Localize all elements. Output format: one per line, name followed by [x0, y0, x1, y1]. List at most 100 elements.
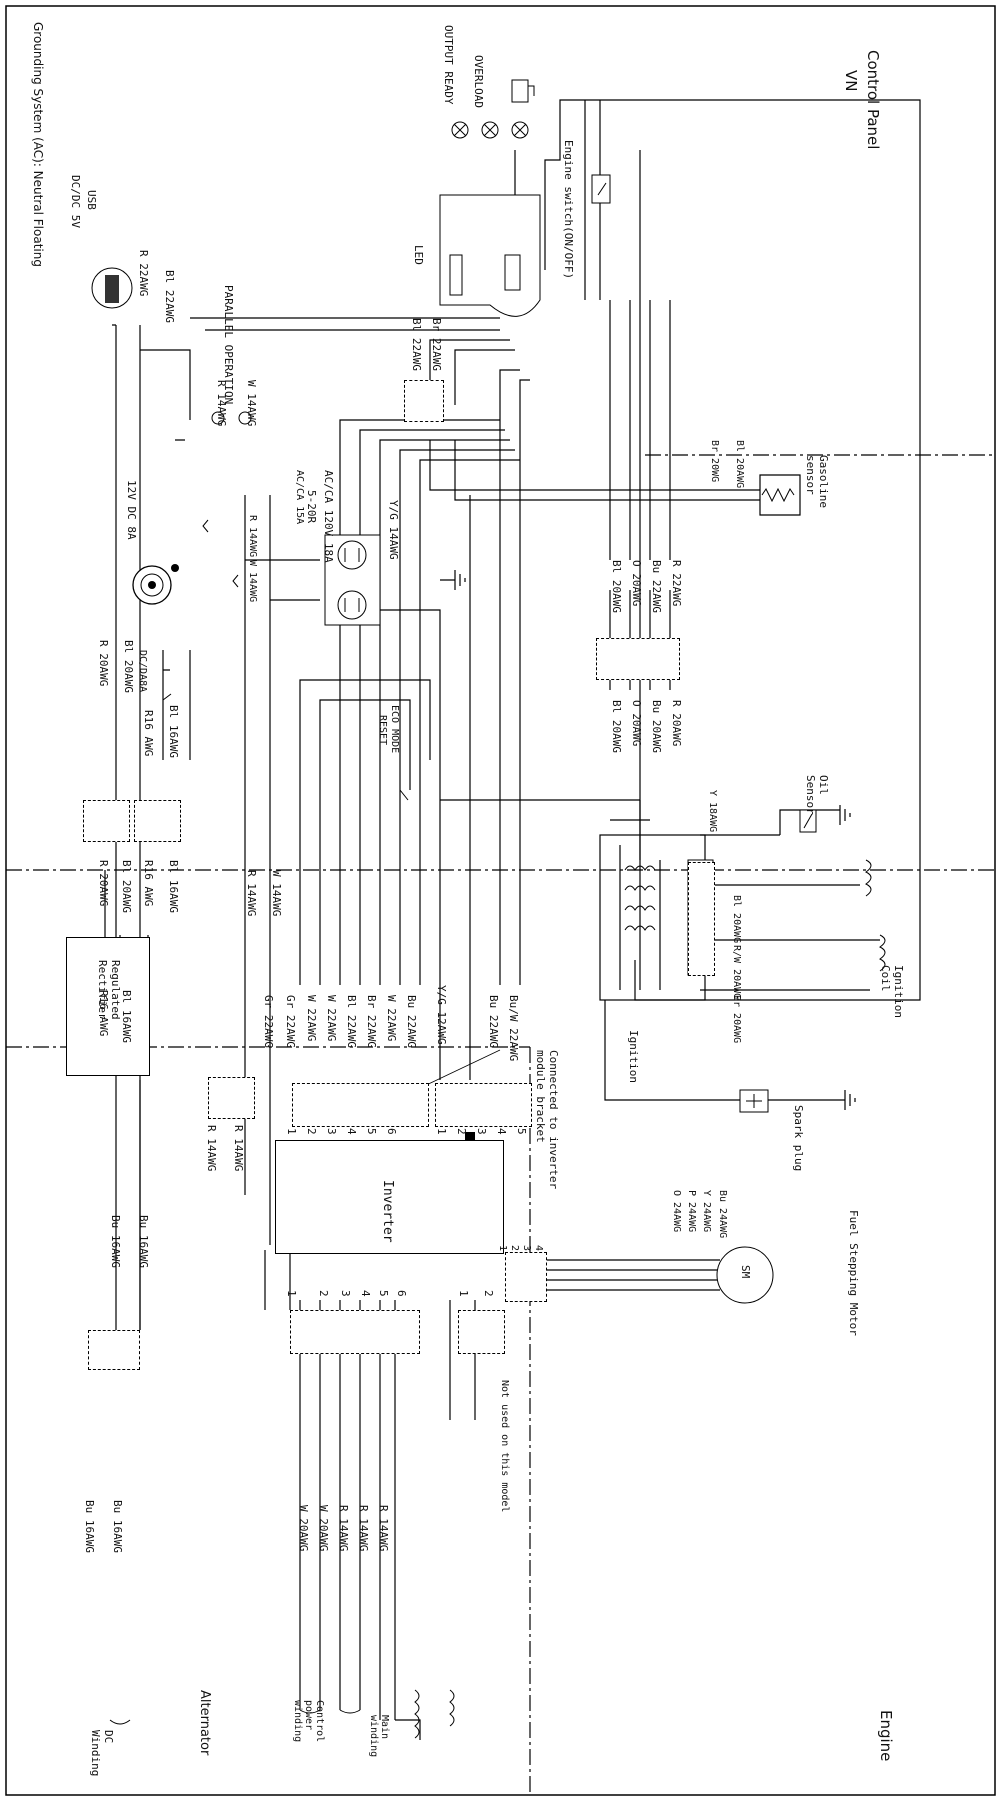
connector-inverter-right: [435, 1083, 532, 1127]
wire-bl20-ign: Bl 20AWG: [731, 895, 742, 944]
dc-breaker-label: DC/DA8A: [137, 650, 148, 693]
wire-bl22-usb: Bl 22AWG: [163, 270, 176, 323]
wire-r20-b: R 20AWG: [97, 860, 110, 907]
inverter-box: [275, 1140, 504, 1254]
wire-r22-usb: R 22AWG: [137, 250, 150, 297]
dc-12v-label: 12V DC 8A: [125, 480, 138, 540]
wire-bl20-m: Bl 20AWG: [610, 700, 623, 753]
wire-r16-b: R16 AWG: [142, 860, 155, 907]
wire-r22-r: R 22AWG: [670, 560, 683, 607]
wire-bl16-dc: Bl 16AWG: [167, 705, 180, 758]
pin-alt-4: 4: [359, 1290, 372, 1297]
wire-y18: Y 18AWG: [707, 790, 718, 833]
overload-label: OVERLOAD: [472, 55, 485, 108]
wire-bl22-inv: Bl 22AWG: [345, 995, 358, 1048]
spark-plug-label: Spark plug: [792, 1105, 805, 1172]
sm-label: SM: [739, 1265, 752, 1279]
wire-r14-rect-1: R 14AWG: [205, 1125, 218, 1172]
connector-ignition: [688, 862, 715, 976]
pin-sm-3: 3: [521, 1245, 532, 1252]
wire-bu22-2: Bu 22AWG: [487, 995, 500, 1048]
wire-r14-alt-2: R 14AWG: [357, 1505, 370, 1552]
control-winding-label: Control power winding: [292, 1700, 325, 1743]
oil-sensor-label: Oil Sensor: [804, 775, 830, 815]
bracket-note: Connected to inverter module bracket: [534, 1050, 560, 1190]
connector-not-used: [458, 1310, 505, 1354]
wire-r14-inv: R 14AWG: [245, 870, 258, 917]
wire-w20-2: W 20AWG: [317, 1505, 330, 1552]
gasoline-sensor-label: Gasoline sensor: [804, 455, 830, 508]
wire-o20-r: O 20AWG: [630, 560, 643, 607]
pin-nu-1: 1: [457, 1290, 470, 1297]
wire-r16-dc: R16 AWG: [142, 710, 155, 757]
wire-buw22: Bu/W 22AWG: [507, 995, 520, 1062]
pin-sm-1: 1: [497, 1245, 508, 1252]
pin-inv-left-5: 5: [365, 1128, 378, 1135]
wire-p24: P 24AWG: [686, 1190, 697, 1233]
wire-r20-m: R 20AWG: [670, 700, 683, 747]
wire-yg14: Y/G 14AWG: [387, 500, 400, 560]
receptacle-label: AC/CA 120V 18A: [322, 470, 335, 563]
dc-winding-label: DC Winding: [89, 1730, 115, 1777]
wire-yg12: Y/G 12AWG: [435, 985, 448, 1045]
wire-w22-1: W 22AWG: [305, 995, 318, 1042]
wire-bl16-c: Bl 16AWG: [120, 990, 133, 1043]
pin-inv-right-2: 2: [455, 1128, 468, 1135]
ground-note: Grounding System (AC): Neutral Floating: [31, 22, 45, 267]
wire-br20-gas: Br 20WG: [709, 440, 720, 483]
led-label: LED: [412, 245, 425, 265]
wire-br22-inv: Br 22AWG: [365, 995, 378, 1048]
wire-o24: O 24AWG: [671, 1190, 682, 1233]
wire-gr22-2: Gr 22AWG: [284, 995, 297, 1048]
pin-inv-left-4: 4: [345, 1128, 358, 1135]
connector-usb: [404, 380, 444, 422]
connector-dc-12v: [134, 800, 181, 842]
pin-inv-right-5: 5: [515, 1128, 528, 1135]
connector-inverter-left: [292, 1083, 429, 1127]
connector-dc-winding: [88, 1330, 140, 1370]
pin-inv-right-3: 3: [475, 1128, 488, 1135]
wire-bu16-1: Bu 16AWG: [109, 1215, 122, 1268]
engine-switch-box: [591, 174, 611, 204]
wire-r14-alt-3: R 14AWG: [377, 1505, 390, 1552]
wire-bu16-3: Bu 16AWG: [83, 1500, 96, 1553]
receptacle: [324, 534, 381, 626]
pin-inv-left-6: 6: [385, 1128, 398, 1135]
connector-alternator: [290, 1310, 420, 1354]
eco-label: ECO MODE: [389, 705, 400, 754]
wire-bu22-1: Bu 22AWG: [405, 995, 418, 1048]
ignition-label: Ignition: [627, 1030, 640, 1083]
wire-br22-led: Br 22AWG: [430, 318, 443, 371]
wire-bl20-r: Bl 20AWG: [610, 560, 623, 613]
wire-w22-2: W 22AWG: [325, 995, 338, 1042]
pin-sm-2: 2: [509, 1245, 520, 1252]
pin-nu-2: 2: [482, 1290, 495, 1297]
inverter-label: Inverter: [380, 1180, 395, 1243]
reset-label: RESET: [377, 715, 388, 746]
pin-alt-1: 1: [285, 1290, 298, 1297]
wire-w22-3: W 22AWG: [385, 995, 398, 1042]
usb-port: [105, 275, 119, 303]
connector-dc-main: [83, 800, 130, 842]
engine-switch-label: Engine switch(ON/OFF): [562, 140, 575, 280]
pin-inv-left-3: 3: [325, 1128, 338, 1135]
parallel-terminal-2: [238, 411, 252, 425]
control-panel-label: Control Panel: [864, 50, 882, 150]
alternator-label: Alternator: [197, 1690, 212, 1756]
pin-inv-right-1: 1: [435, 1128, 448, 1135]
not-used-label: Not used on this model: [499, 1380, 510, 1513]
pin-inv-left-1: 1: [285, 1128, 298, 1135]
pin-alt-6: 6: [395, 1290, 408, 1297]
wire-o20-m: O 20AWG: [630, 700, 643, 747]
pin-inv-left-2: 2: [305, 1128, 318, 1135]
wire-w14-par: W 14AWG: [245, 380, 258, 427]
wire-bl22-led: Bl 22AWG: [410, 318, 423, 371]
engine-label: Engine: [877, 1710, 895, 1762]
stepping-motor-label: Fuel Stepping Motor: [847, 1210, 860, 1336]
wire-bu20-m: Bu 20AWG: [650, 700, 663, 753]
ground-symbol-2: [839, 805, 851, 825]
pin-inv-right-4: 4: [495, 1128, 508, 1135]
parallel-terminal-1: [211, 411, 225, 425]
receptacle-type: 5-20R: [305, 490, 318, 524]
